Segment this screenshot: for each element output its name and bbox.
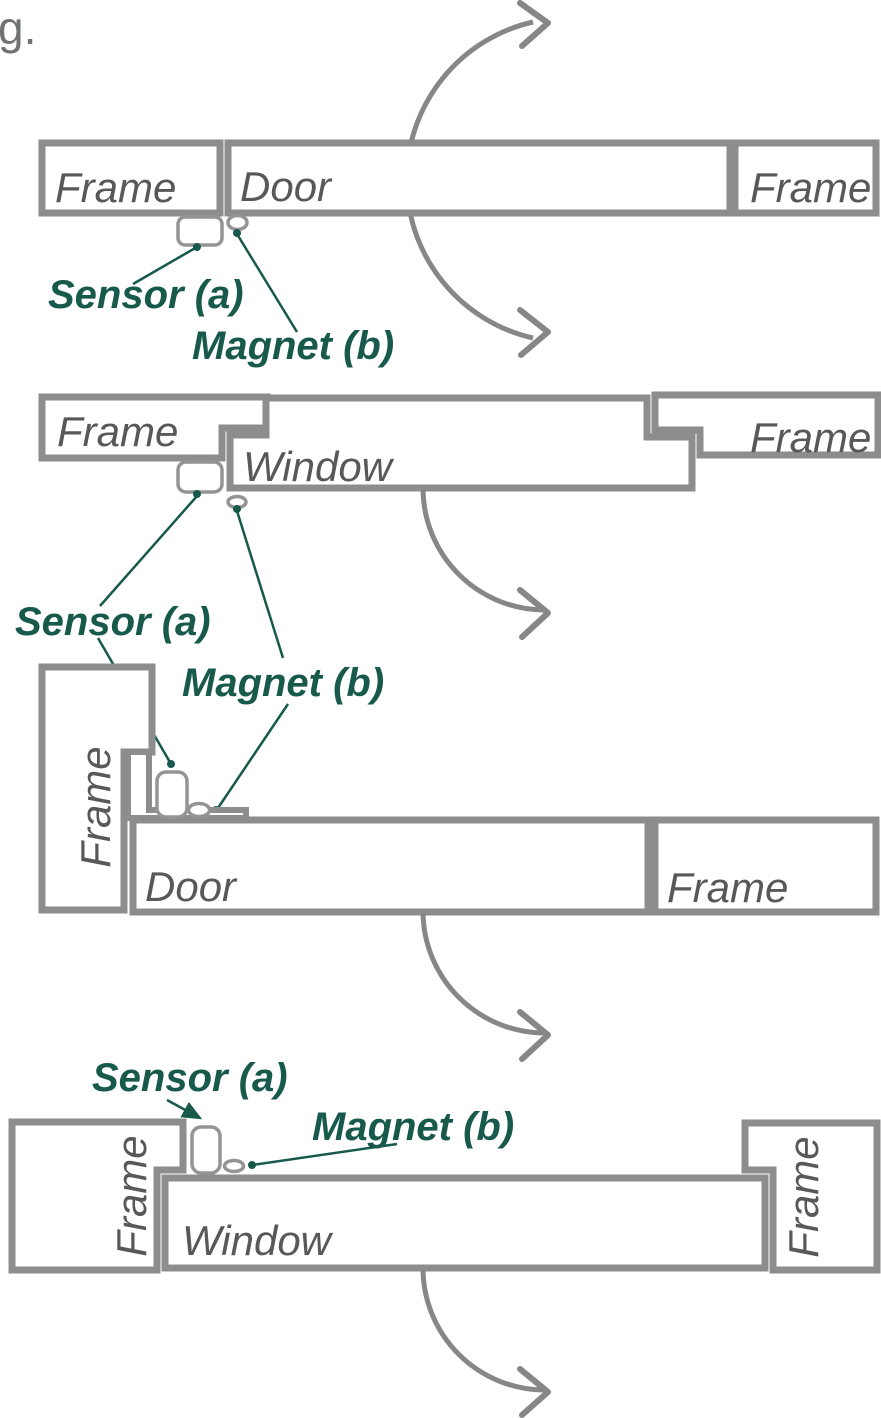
magnet-leader-dot xyxy=(233,229,241,237)
window-label: Window xyxy=(182,1217,334,1264)
right-frame-panel xyxy=(651,816,880,916)
door-panel xyxy=(224,139,734,217)
right-frame-label: Frame xyxy=(750,414,871,461)
magnet-leader-dot-upper xyxy=(233,505,241,513)
magnet-leader-line xyxy=(251,1142,398,1167)
frame-stop-ledge xyxy=(125,749,249,821)
sensor-leader-dot xyxy=(193,243,201,251)
diagram-window-side-view: Frame Frame Window Sensor (a) Magnet (b) xyxy=(8,1056,881,1418)
sensor-leader-line xyxy=(132,245,198,286)
left-frame-label: Frame xyxy=(55,164,176,211)
sensor-leader-dot-lower xyxy=(167,760,175,768)
window-panel xyxy=(226,394,696,492)
slide-arrowhead-icon xyxy=(517,587,551,640)
swing-arrowhead-icon xyxy=(517,1009,551,1062)
left-frame-panel xyxy=(8,1118,187,1274)
magnet-leader-dot xyxy=(248,1161,256,1169)
sensor-body xyxy=(190,1125,222,1175)
right-frame-panel xyxy=(731,139,880,217)
page-corner-text: g. xyxy=(0,2,36,54)
sensor-label: Sensor (a) xyxy=(15,600,211,644)
left-frame-label: Frame xyxy=(57,408,178,455)
window-panel xyxy=(161,1174,769,1272)
left-vertical-frame-label: Frame xyxy=(108,1135,155,1256)
door-label: Door xyxy=(240,163,333,210)
magnet-leader-line-upper xyxy=(235,510,285,659)
window-label: Window xyxy=(243,443,395,490)
swing-arrowhead-up-icon xyxy=(517,0,551,49)
magnet-body xyxy=(226,213,249,232)
sensor-body xyxy=(176,460,224,494)
right-frame-panel xyxy=(651,391,881,459)
sensor-leader-dot-upper xyxy=(193,490,201,498)
magnet-body xyxy=(186,801,212,819)
magnet-label: Magnet (b) xyxy=(312,1105,514,1149)
window-slide-arc xyxy=(420,1269,544,1393)
magnet-leader-line xyxy=(235,233,299,333)
magnet-label: Magnet (b) xyxy=(192,324,394,368)
vertical-frame-panel xyxy=(38,663,156,914)
door-label: Door xyxy=(145,863,238,910)
vertical-frame-label: Frame xyxy=(72,746,119,867)
door-panel xyxy=(129,816,652,916)
diagram-window-top-view: Frame Window Frame xyxy=(38,391,881,640)
sensor-body xyxy=(155,770,189,819)
sensor-label: Sensor (a) xyxy=(48,273,244,317)
shared-annotations: Sensor (a) Magnet (b) xyxy=(15,490,384,814)
right-frame-panel xyxy=(741,1119,881,1274)
sensor-label: Sensor (a) xyxy=(92,1056,288,1100)
magnet-body xyxy=(222,1158,246,1174)
door-swing-arc xyxy=(420,912,544,1036)
diagram-door-top-view: Frame Door Frame Sensor (a) Magnet (b) xyxy=(38,0,880,368)
right-frame-label: Frame xyxy=(667,864,788,911)
diagram-door-side-view: Frame Door Frame xyxy=(38,663,880,1062)
magnet-label: Magnet (b) xyxy=(182,661,384,705)
right-vertical-frame-label: Frame xyxy=(780,1136,827,1257)
magnet-leader-line-lower xyxy=(214,703,290,812)
left-frame-panel xyxy=(38,139,224,217)
sensor-leader-line xyxy=(166,1098,203,1120)
swing-arrowhead-down-icon xyxy=(517,307,551,358)
right-frame-label: Frame xyxy=(750,164,871,211)
window-slide-arc xyxy=(420,489,544,613)
slide-arrowhead-icon xyxy=(517,1366,551,1418)
sensor-leader-line-upper xyxy=(99,495,198,607)
sensor-body xyxy=(176,215,224,247)
